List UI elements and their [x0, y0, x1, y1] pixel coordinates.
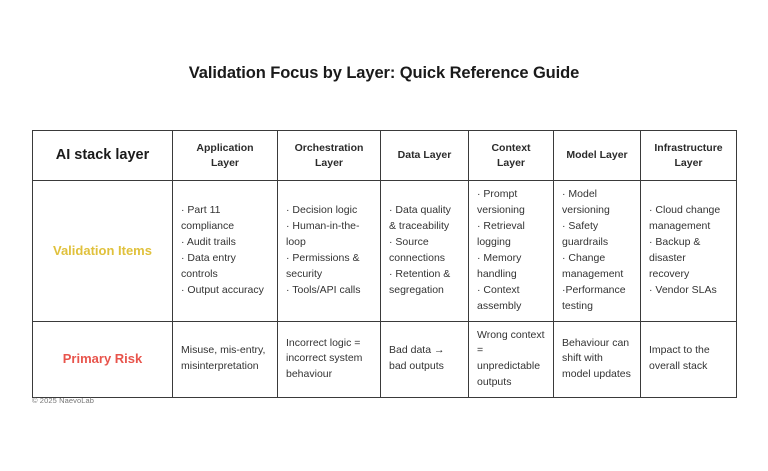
- bullet-list-validation-data: · Data quality & traceability · Source co…: [389, 203, 460, 299]
- bullet-item: · Human-in-the-loop: [286, 219, 360, 248]
- bullet-item: · Output accuracy: [181, 283, 264, 296]
- bullet-item: · Safety guardrails: [562, 219, 609, 248]
- bullet-item: · Vendor SLAs: [649, 283, 717, 296]
- header-label-data-layer: Data Layer: [397, 149, 452, 162]
- bullet-item: · Cloud change management: [649, 203, 721, 232]
- bullet-item: · Model versioning: [562, 188, 610, 216]
- header-label-model-layer: Model Layer: [566, 149, 628, 162]
- bullet-list-validation-context: · Prompt versioning · Retrieval logging · …: [477, 187, 545, 315]
- header-cell-data-layer: Data Layer: [380, 130, 469, 181]
- cell-validation-orchestration: · Decision logic · Human-in-the-loop · Per…: [277, 180, 381, 322]
- bullet-item: · Prompt versioning: [477, 188, 525, 216]
- row-label-cell-primary-risk: Primary Risk: [32, 320, 173, 398]
- header-cell-context-layer: Context Layer: [468, 130, 554, 181]
- risk-text-model: Behaviour can shift with model updates: [562, 336, 631, 381]
- bullet-item: · Memory handling: [477, 251, 522, 280]
- bullet-list-validation-model: · Model versioning · Safety guardrails · C…: [562, 187, 632, 315]
- header-cell-orchestration-layer: Orchestration Layer: [277, 130, 381, 181]
- header-label-context-layer: Context Layer: [491, 142, 531, 169]
- header-label-infrastructure-layer: Infrastructure Layer: [654, 142, 723, 169]
- bullet-item: · Tools/API calls: [286, 283, 361, 296]
- risk-text-orchestration: Incorrect logic = incorrect system behav…: [286, 336, 363, 381]
- row-label-cell-validation-items: Validation Items: [32, 180, 173, 322]
- bullet-item: · Decision logic: [286, 203, 358, 216]
- bullet-item: · Change management: [562, 251, 624, 280]
- page-title: Validation Focus by Layer: Quick Referen…: [188, 64, 580, 82]
- validation-matrix-table-wrapper: AI stack layer Application Layer Orchest…: [32, 130, 737, 398]
- cell-validation-application: · Part 11 compliance · Audit trails · Data…: [172, 180, 278, 322]
- risk-text-infrastructure: Impact to the overall stack: [649, 344, 710, 373]
- bullet-item: · Source connections: [389, 235, 446, 264]
- cell-validation-context: · Prompt versioning · Retrieval logging · …: [468, 180, 554, 322]
- table-header-row: AI stack layer Application Layer Orchest…: [32, 130, 737, 181]
- risk-text-application: Misuse, mis-entry, misinterpretation: [181, 344, 266, 373]
- cell-risk-application: Misuse, mis-entry, misinterpretation: [172, 320, 278, 398]
- cell-validation-data: · Data quality & traceability · Source co…: [380, 180, 469, 322]
- risk-text-context: Wrong context = unpredictable outputs: [477, 328, 545, 388]
- cell-validation-model: · Model versioning · Safety guardrails · C…: [553, 180, 641, 322]
- bullet-item: · Part 11 compliance: [181, 203, 235, 232]
- header-cell-model-layer: Model Layer: [553, 130, 641, 181]
- cell-validation-infrastructure: · Cloud change management · Backup & disa…: [640, 180, 737, 322]
- cell-risk-data: Bad data → bad outputs: [380, 320, 469, 398]
- header-label-orchestration-layer: Orchestration Layer: [294, 142, 364, 169]
- header-label-ai-stack-layer: AI stack layer: [55, 146, 150, 163]
- cell-risk-context: Wrong context = unpredictable outputs: [468, 320, 554, 398]
- cell-risk-orchestration: Incorrect logic = incorrect system behav…: [277, 320, 381, 398]
- copyright-footer: © 2025 NaevoLab: [32, 396, 95, 405]
- bullet-item: · Data quality & traceability: [389, 203, 451, 232]
- risk-text-data: Bad data → bad outputs: [389, 344, 445, 373]
- bullet-item: · Context assembly: [477, 283, 522, 312]
- table-row-primary-risk: Primary Risk Misuse, mis-entry, misinter…: [32, 320, 737, 398]
- bullet-item: · Permissions & security: [286, 251, 360, 280]
- bullet-item: · Retention & segregation: [389, 267, 451, 296]
- bullet-list-validation-application: · Part 11 compliance · Audit trails · Data…: [181, 203, 269, 299]
- bullet-item: · Backup & disaster recovery: [649, 235, 701, 280]
- bullet-item: · Data entry controls: [181, 251, 236, 280]
- bullet-list-validation-infrastructure: · Cloud change management · Backup & disa…: [649, 203, 728, 299]
- bullet-list-validation-orchestration: · Decision logic · Human-in-the-loop · Per…: [286, 203, 372, 299]
- header-cell-ai-stack-layer: AI stack layer: [32, 130, 173, 181]
- bullet-item: ·Performance testing: [562, 283, 626, 312]
- header-cell-application-layer: Application Layer: [172, 130, 278, 181]
- row-label-primary-risk: Primary Risk: [62, 351, 143, 366]
- header-label-application-layer: Application Layer: [196, 142, 254, 169]
- bullet-item: · Audit trails: [181, 235, 236, 248]
- header-cell-infrastructure-layer: Infrastructure Layer: [640, 130, 737, 181]
- row-label-validation-items: Validation Items: [53, 242, 152, 258]
- cell-risk-model: Behaviour can shift with model updates: [553, 320, 641, 398]
- bullet-item: · Retrieval logging: [477, 219, 525, 248]
- table-row-validation-items: Validation Items · Part 11 compliance · A…: [32, 180, 737, 322]
- cell-risk-infrastructure: Impact to the overall stack: [640, 320, 737, 398]
- validation-matrix-table: AI stack layer Application Layer Orchest…: [32, 130, 737, 398]
